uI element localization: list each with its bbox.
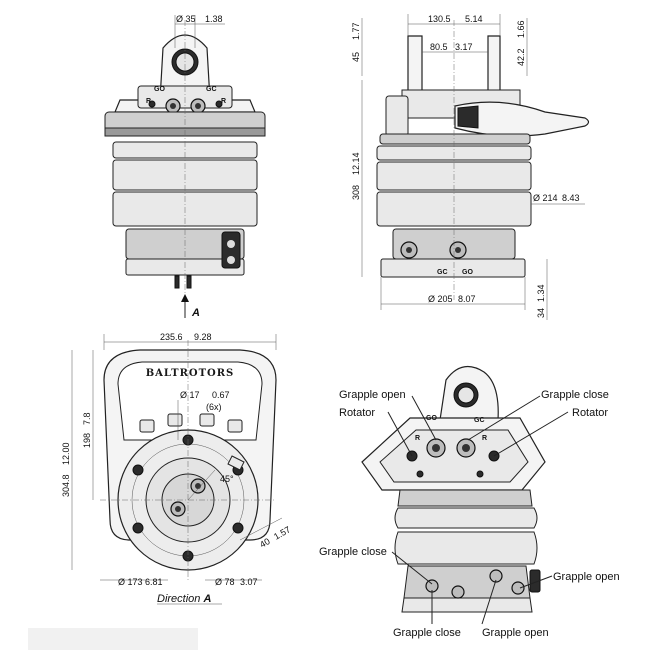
side-top-right-mm: 42.2 bbox=[516, 48, 526, 66]
bottom-view: BALTROTORS 45° 235.6 9.28 198 7.8 304.8 … bbox=[61, 332, 292, 605]
bottom-h-inner-mm: 198 bbox=[82, 433, 92, 448]
bottom-width-in: 9.28 bbox=[194, 332, 212, 342]
bottom-pcd-in: 6.81 bbox=[145, 577, 163, 587]
side-base-dia-in: 8.07 bbox=[458, 294, 476, 304]
corner-panel bbox=[28, 628, 198, 650]
direction-caption-prefix: Direction bbox=[157, 593, 203, 605]
direction-caption: Direction A bbox=[157, 593, 211, 605]
bottom-hole-dia-mm: Ø 17 bbox=[180, 390, 200, 400]
iso-port-r-left-label: R bbox=[415, 435, 420, 442]
front-port-r-right-label: R bbox=[221, 98, 226, 105]
direction-caption-letter: A bbox=[202, 593, 211, 605]
side-port-gc-label: GC bbox=[437, 269, 448, 276]
side-top-left-mm: 45 bbox=[351, 52, 361, 62]
brand-text: BALTROTORS bbox=[146, 368, 235, 379]
bottom-h-outer-mm: 304.8 bbox=[61, 474, 71, 497]
iso-port-r-right-label: R bbox=[482, 435, 487, 442]
front-dia-mm: Ø 35 bbox=[176, 14, 196, 24]
side-inner-mm: 80.5 bbox=[430, 42, 448, 52]
callout-rotator-right: Rotator bbox=[572, 407, 608, 419]
side-base-dia-mm: Ø 205 bbox=[428, 294, 453, 304]
bottom-pcd-mm: Ø 173 bbox=[118, 577, 143, 587]
side-top-left-in: 1.77 bbox=[351, 22, 361, 40]
side-base-h-in: 1.34 bbox=[536, 284, 546, 302]
side-inner-in: 3.17 bbox=[455, 42, 473, 52]
side-view: GC GO 130.5 5.14 80.5 3.17 45 1.77 42.2 … bbox=[351, 14, 590, 320]
side-height-in: 12.14 bbox=[351, 152, 361, 175]
front-port-gc-label: GC bbox=[206, 86, 217, 93]
callout-grapple-close-bottom: Grapple close bbox=[393, 627, 461, 639]
side-base-h-mm: 34 bbox=[536, 308, 546, 318]
side-port-go-label: GO bbox=[462, 269, 473, 276]
bottom-offset-mm: 40 bbox=[258, 536, 272, 550]
front-port-go-label: GO bbox=[154, 86, 165, 93]
callout-grapple-close-side: Grapple close bbox=[319, 546, 387, 558]
bottom-width-mm: 235.6 bbox=[160, 332, 183, 342]
iso-view: GO GC R R Grapple open Rotator Grapple c… bbox=[319, 365, 620, 639]
callout-grapple-close-top: Grapple close bbox=[541, 389, 609, 401]
bottom-hub-in: 3.07 bbox=[240, 577, 258, 587]
bottom-offset-in: 1.57 bbox=[272, 524, 292, 541]
front-dia-in: 1.38 bbox=[205, 14, 223, 24]
bottom-hole-dia-in: 0.67 bbox=[212, 390, 230, 400]
callout-grapple-open-top: Grapple open bbox=[339, 389, 406, 401]
side-body-dia-in: 8.43 bbox=[562, 193, 580, 203]
callout-grapple-open-bottom: Grapple open bbox=[482, 627, 549, 639]
side-body-dia-mm: Ø 214 bbox=[533, 193, 558, 203]
front-port-r-left-label: R bbox=[146, 98, 151, 105]
bottom-hub-mm: Ø 78 bbox=[215, 577, 235, 587]
side-width-mm: 130.5 bbox=[428, 14, 451, 24]
iso-port-go-label: GO bbox=[426, 415, 437, 422]
iso-port-gc-label: GC bbox=[474, 417, 485, 424]
direction-a-marker: A bbox=[191, 307, 200, 319]
callout-rotator-left: Rotator bbox=[339, 407, 375, 419]
bottom-h-outer-in: 12.00 bbox=[61, 442, 71, 465]
side-top-right-in: 1.66 bbox=[516, 20, 526, 38]
side-height-mm: 308 bbox=[351, 185, 361, 200]
side-width-in: 5.14 bbox=[465, 14, 483, 24]
front-view: GO GC R R A Ø 35 1.38 bbox=[104, 14, 266, 319]
bottom-angle: 45° bbox=[220, 474, 234, 484]
bottom-count-note: (6x) bbox=[206, 402, 222, 412]
bottom-h-inner-in: 7.8 bbox=[82, 412, 92, 425]
callout-grapple-open-side: Grapple open bbox=[553, 571, 620, 583]
